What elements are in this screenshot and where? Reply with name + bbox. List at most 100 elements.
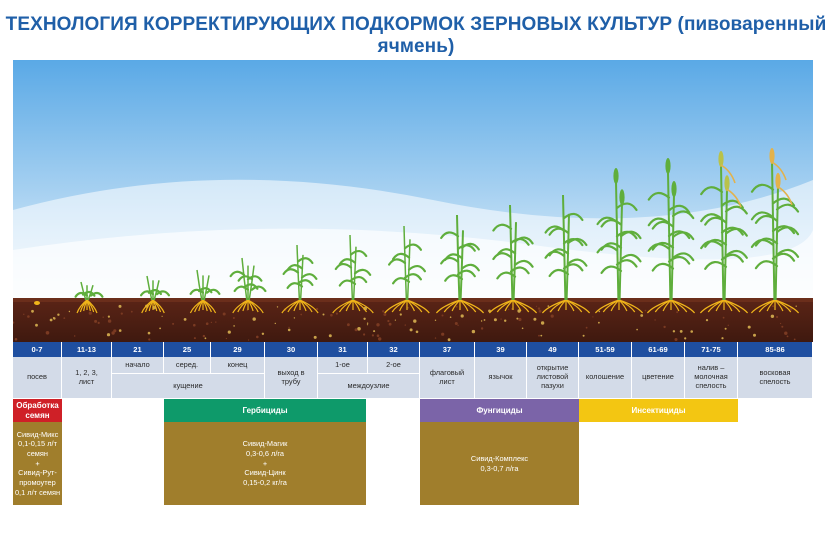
ear-icon	[671, 181, 677, 198]
leaf-icon	[444, 253, 464, 261]
leaf-icon	[619, 253, 642, 263]
root-icon	[352, 299, 374, 314]
leaf-icon	[509, 266, 530, 275]
soil-speck	[193, 323, 196, 327]
product-line: Сивид-Цинк	[244, 468, 286, 478]
soil-speck	[225, 337, 227, 340]
root-icon	[293, 299, 301, 312]
soil-speck	[354, 328, 358, 332]
soil-speck	[780, 322, 782, 325]
stem-icon	[565, 213, 570, 301]
soil-speck	[537, 307, 541, 310]
root-icon	[557, 299, 567, 312]
soil-speck	[471, 329, 476, 334]
leaf-icon	[349, 249, 368, 258]
root-icon	[549, 299, 567, 313]
stem-icon	[512, 222, 517, 301]
soil-speck	[322, 313, 325, 316]
label-tillering: кущение	[112, 374, 265, 399]
soil-speck	[113, 329, 117, 333]
soil-speck	[455, 305, 458, 308]
soil-speck	[31, 309, 34, 313]
label-tillering-end: конец	[211, 357, 265, 374]
stem-icon	[146, 275, 153, 301]
leaf-icon	[647, 191, 671, 201]
root-icon	[391, 299, 408, 313]
soil-speck	[776, 315, 779, 319]
stage-number: 37	[420, 342, 475, 357]
soil-speck	[118, 304, 122, 308]
root-icon	[202, 299, 217, 314]
soil-speck	[500, 318, 502, 320]
leaf-icon	[724, 205, 748, 215]
root-icon	[345, 299, 354, 312]
stem-icon	[618, 203, 623, 301]
root-icon	[654, 299, 672, 313]
soil-speck	[387, 319, 390, 323]
leaf-icon	[754, 214, 779, 224]
header-herbicides: Гербициды	[164, 399, 366, 422]
ear-icon	[724, 175, 730, 192]
ear-icon	[718, 151, 724, 167]
leaf-icon	[750, 211, 775, 221]
stage-number: 21	[112, 342, 164, 357]
stage-number: 39	[475, 342, 527, 357]
dry-leaf-icon	[726, 188, 742, 208]
root-icon	[766, 299, 776, 312]
root-icon	[152, 299, 165, 314]
label-internode-second: 2-ое	[368, 357, 420, 374]
leaf-icon	[250, 285, 267, 293]
leaf-icon	[334, 262, 353, 271]
root-icon	[662, 299, 672, 312]
product-line: Сивид-Комплекс	[470, 453, 529, 463]
stem-icon	[241, 257, 248, 301]
soil-speck	[376, 323, 380, 327]
soil-speck	[130, 310, 133, 313]
ear-icon	[775, 172, 781, 189]
label-booting: выход в трубу	[265, 357, 318, 399]
leaf-icon	[651, 241, 675, 251]
soil-speck	[373, 330, 376, 333]
soil-speck	[598, 310, 601, 313]
leaf-icon	[600, 265, 623, 275]
soil-speck	[770, 314, 775, 318]
soil-speck	[434, 337, 437, 339]
soil-speck	[679, 330, 683, 333]
soil-speck	[293, 317, 296, 319]
leaf-icon	[286, 264, 304, 271]
leaf-icon	[205, 288, 221, 295]
label-sowing: посев	[13, 357, 62, 399]
soil-speck	[366, 324, 369, 326]
soil-speck	[107, 319, 112, 323]
leaf-icon	[548, 248, 570, 257]
leaf-icon	[667, 204, 691, 214]
label-internode: междоузлие	[318, 374, 420, 399]
seed-icon	[34, 301, 40, 305]
soil-speck	[204, 337, 207, 340]
product-line: Сивид-Рут-	[18, 468, 57, 478]
soil-speck	[276, 306, 279, 308]
ear-icon	[665, 158, 671, 174]
soil-speck	[772, 305, 774, 308]
soil-speck	[222, 312, 226, 316]
soil-speck	[14, 338, 18, 341]
leaf-icon	[139, 290, 155, 297]
header-insecticides: Инсектициды	[579, 399, 738, 422]
soil-speck	[172, 322, 175, 325]
ear-icon	[619, 189, 625, 206]
leaf-icon	[460, 263, 480, 272]
soil-edge	[13, 298, 813, 302]
product-line: Сивид-Микс	[16, 429, 59, 439]
stage-number: 31	[318, 342, 368, 357]
leaf-icon	[700, 213, 724, 223]
soil-speck	[107, 315, 110, 318]
soil-speck	[550, 314, 554, 318]
soil-speck	[147, 331, 151, 335]
leaf-icon	[651, 262, 675, 272]
leaf-icon	[282, 268, 300, 276]
soil-speck	[378, 337, 382, 341]
soil-speck	[330, 313, 333, 317]
stem-icon	[196, 269, 203, 301]
leaf-icon	[403, 243, 423, 251]
leaf-icon	[562, 212, 584, 222]
